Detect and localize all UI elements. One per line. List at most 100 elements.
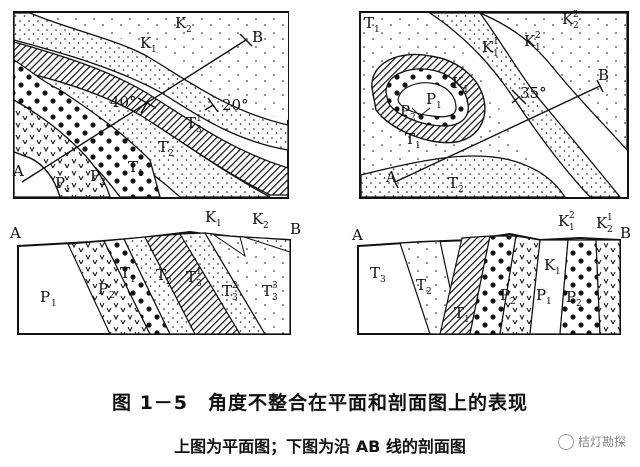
svg-text:1: 1 bbox=[196, 267, 202, 277]
label-T2: T bbox=[158, 138, 168, 156]
svg-text:3: 3 bbox=[380, 275, 386, 285]
label-A: A bbox=[12, 162, 24, 180]
svg-text:1: 1 bbox=[569, 223, 575, 233]
svg-text:1: 1 bbox=[65, 185, 71, 195]
svg-text:1: 1 bbox=[493, 49, 499, 59]
svg-text:2: 2 bbox=[410, 113, 416, 123]
svg-text:1: 1 bbox=[216, 219, 222, 229]
svg-text:T: T bbox=[370, 264, 380, 282]
svg-text:1: 1 bbox=[51, 299, 57, 309]
svg-text:T: T bbox=[416, 276, 426, 294]
svg-text:T: T bbox=[262, 282, 272, 300]
svg-text:1: 1 bbox=[374, 25, 380, 35]
svg-text:B: B bbox=[290, 220, 301, 238]
svg-text:1: 1 bbox=[415, 141, 421, 151]
svg-text:K: K bbox=[596, 214, 608, 232]
svg-text:1: 1 bbox=[493, 37, 499, 47]
svg-text:2: 2 bbox=[573, 10, 579, 20]
svg-text:P: P bbox=[400, 102, 410, 120]
label-P2: P bbox=[90, 167, 100, 185]
svg-text:3: 3 bbox=[232, 293, 238, 303]
svg-text:T: T bbox=[186, 268, 196, 286]
chat-bubble-icon bbox=[557, 433, 574, 450]
svg-text:K: K bbox=[452, 74, 464, 92]
svg-text:T: T bbox=[364, 14, 374, 32]
svg-text:2: 2 bbox=[569, 211, 575, 221]
svg-text:2: 2 bbox=[458, 185, 464, 195]
svg-text:P: P bbox=[536, 286, 546, 304]
dip-40: 40° bbox=[110, 93, 137, 111]
svg-text:3: 3 bbox=[196, 279, 202, 289]
svg-text:K: K bbox=[252, 210, 264, 228]
svg-text:A: A bbox=[9, 224, 21, 242]
svg-text:1: 1 bbox=[546, 297, 552, 307]
svg-text:T: T bbox=[222, 282, 232, 300]
figure-subcaption: 上图为平面图；下图为沿 AB 线的剖面图 bbox=[174, 437, 466, 456]
svg-text:T: T bbox=[454, 304, 464, 322]
section-right bbox=[357, 232, 621, 335]
svg-text:3: 3 bbox=[272, 281, 278, 291]
svg-text:T: T bbox=[120, 264, 130, 282]
svg-text:2: 2 bbox=[263, 221, 269, 231]
svg-text:B: B bbox=[598, 66, 609, 84]
section-left-labels: A B K 1 K 2 P 1 P 2 T 1 T 2 T 3 1 T 3 2 … bbox=[9, 208, 301, 309]
map-left bbox=[13, 11, 289, 199]
svg-text:2: 2 bbox=[186, 25, 192, 35]
svg-text:K: K bbox=[482, 38, 494, 56]
svg-text:A: A bbox=[351, 226, 363, 244]
map-right bbox=[359, 11, 629, 199]
svg-text:2: 2 bbox=[100, 178, 106, 188]
svg-text:1: 1 bbox=[130, 275, 136, 285]
svg-text:K: K bbox=[562, 10, 574, 28]
svg-text:35°: 35° bbox=[520, 84, 547, 102]
dip-20: 20° bbox=[222, 96, 249, 114]
svg-text:1: 1 bbox=[138, 169, 144, 179]
svg-text:3: 3 bbox=[196, 125, 202, 135]
label-K1: K bbox=[140, 34, 152, 52]
section-left bbox=[17, 230, 291, 335]
svg-text:2: 2 bbox=[426, 287, 432, 297]
label-K2: K bbox=[175, 14, 187, 32]
figure-caption: 图 1－5 角度不整合在平面和剖面图上的表现 bbox=[111, 392, 529, 414]
svg-text:2: 2 bbox=[510, 297, 516, 307]
svg-text:2: 2 bbox=[573, 21, 579, 31]
svg-text:K: K bbox=[524, 32, 536, 50]
map-left-labels: A B K 2 K 1 T 3 1 T 2 T 1 P 1 P 2 40° 20… bbox=[12, 14, 263, 195]
svg-text:1: 1 bbox=[555, 267, 561, 277]
svg-text:3: 3 bbox=[272, 293, 278, 303]
svg-text:2: 2 bbox=[168, 149, 174, 159]
label-T1: T bbox=[128, 158, 138, 176]
svg-text:P: P bbox=[500, 286, 510, 304]
svg-text:K: K bbox=[558, 212, 570, 230]
svg-text:1: 1 bbox=[196, 114, 202, 124]
svg-text:1: 1 bbox=[535, 43, 541, 53]
svg-text:K: K bbox=[205, 208, 217, 226]
svg-text:A: A bbox=[385, 168, 397, 186]
svg-text:T: T bbox=[156, 266, 166, 284]
svg-text:1: 1 bbox=[607, 213, 613, 223]
svg-text:1: 1 bbox=[464, 315, 470, 325]
watermark: 桔灯勘探 bbox=[557, 433, 626, 450]
svg-text:2: 2 bbox=[535, 31, 541, 41]
svg-text:T: T bbox=[448, 174, 458, 192]
svg-text:2: 2 bbox=[576, 299, 582, 309]
map-right-labels: T 1 K 1 1 K 1 2 K 2 2 K 1 P 1 P 2 T 1 35… bbox=[364, 10, 609, 195]
svg-text:1: 1 bbox=[463, 85, 469, 95]
svg-text:T: T bbox=[405, 130, 415, 148]
svg-text:P: P bbox=[98, 280, 108, 298]
svg-text:K: K bbox=[544, 256, 556, 274]
label-P1: P bbox=[55, 174, 65, 192]
svg-text:P: P bbox=[566, 288, 576, 306]
svg-text:1: 1 bbox=[151, 45, 157, 55]
svg-text:P: P bbox=[40, 288, 50, 306]
svg-text:1: 1 bbox=[436, 101, 442, 111]
section-right-labels: A B K 1 2 K 2 1 T 3 T 2 T 1 P 2 P 1 P 2 … bbox=[351, 211, 631, 325]
svg-text:B: B bbox=[620, 224, 631, 242]
svg-text:2: 2 bbox=[109, 291, 115, 301]
svg-text:2: 2 bbox=[607, 225, 613, 235]
svg-text:P: P bbox=[426, 90, 436, 108]
watermark-text: 桔灯勘探 bbox=[577, 435, 626, 449]
label-T3: T bbox=[186, 114, 196, 132]
svg-text:2: 2 bbox=[166, 277, 172, 287]
